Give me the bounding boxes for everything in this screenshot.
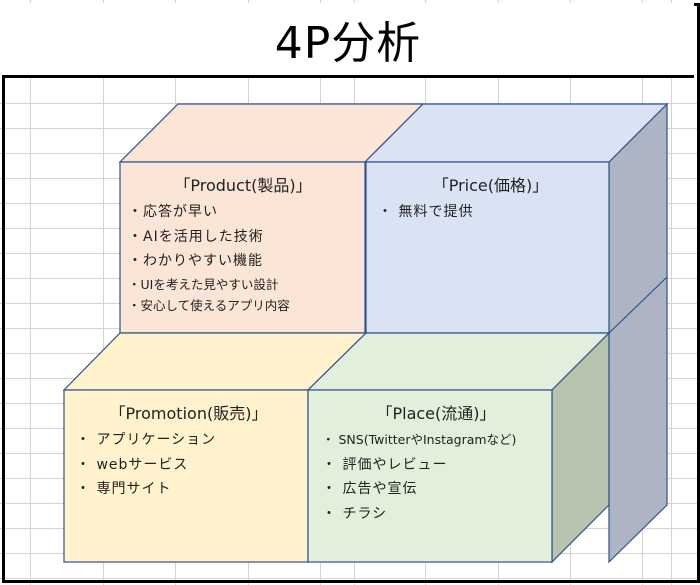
place-item: ・ 広告や宣伝 [322,481,418,497]
place-item: ・ チラシ [322,505,388,522]
promotion-item: ・ アプリケーション [76,432,217,448]
product-item: ・安心して使えるアプリ内容 [128,297,290,313]
promotion-front-face[interactable] [63,389,309,563]
promotion-quadrant: 「Promotion(販売)」 ・ アプリケーション ・ webサービス ・ 専… [76,400,301,502]
promotion-heading: 「Promotion(販売)」 [109,404,268,423]
place-front-face[interactable] [307,389,553,563]
product-quadrant: 「Product(製品)」 ・応答が早い ・AIを活用した技術 ・わかりやすい機… [128,172,358,316]
price-quadrant: 「Price(価格)」 ・ 無料で提供 [378,172,603,225]
product-item: ・応答が早い [128,204,218,220]
place-item: ・ SNS(TwitterやInstagramなど) [322,432,517,447]
product-heading: 「Product(製品)」 [174,176,312,195]
page-title: 4P分析 [274,18,422,69]
place-item: ・ 評価やレビュー [322,456,448,473]
price-item: ・ 無料で提供 [378,204,474,220]
promotion-item: ・ 専門サイト [76,481,172,497]
title-box[interactable]: 4P分析 [2,3,694,78]
product-item: ・AIを活用した技術 [128,228,264,245]
product-item: ・UIを考えた見やすい設計 [128,276,279,292]
product-item: ・わかりやすい機能 [128,253,263,269]
place-heading: 「Place(流通)」 [376,404,496,423]
place-quadrant: 「Place(流通)」 ・ SNS(TwitterやInstagramなど) ・… [322,400,550,526]
price-front-face[interactable] [365,161,610,334]
price-heading: 「Price(価格)」 [432,176,549,195]
price-side-face [608,102,668,564]
promotion-item: ・ webサービス [76,456,189,473]
product-front-face[interactable] [119,161,366,334]
